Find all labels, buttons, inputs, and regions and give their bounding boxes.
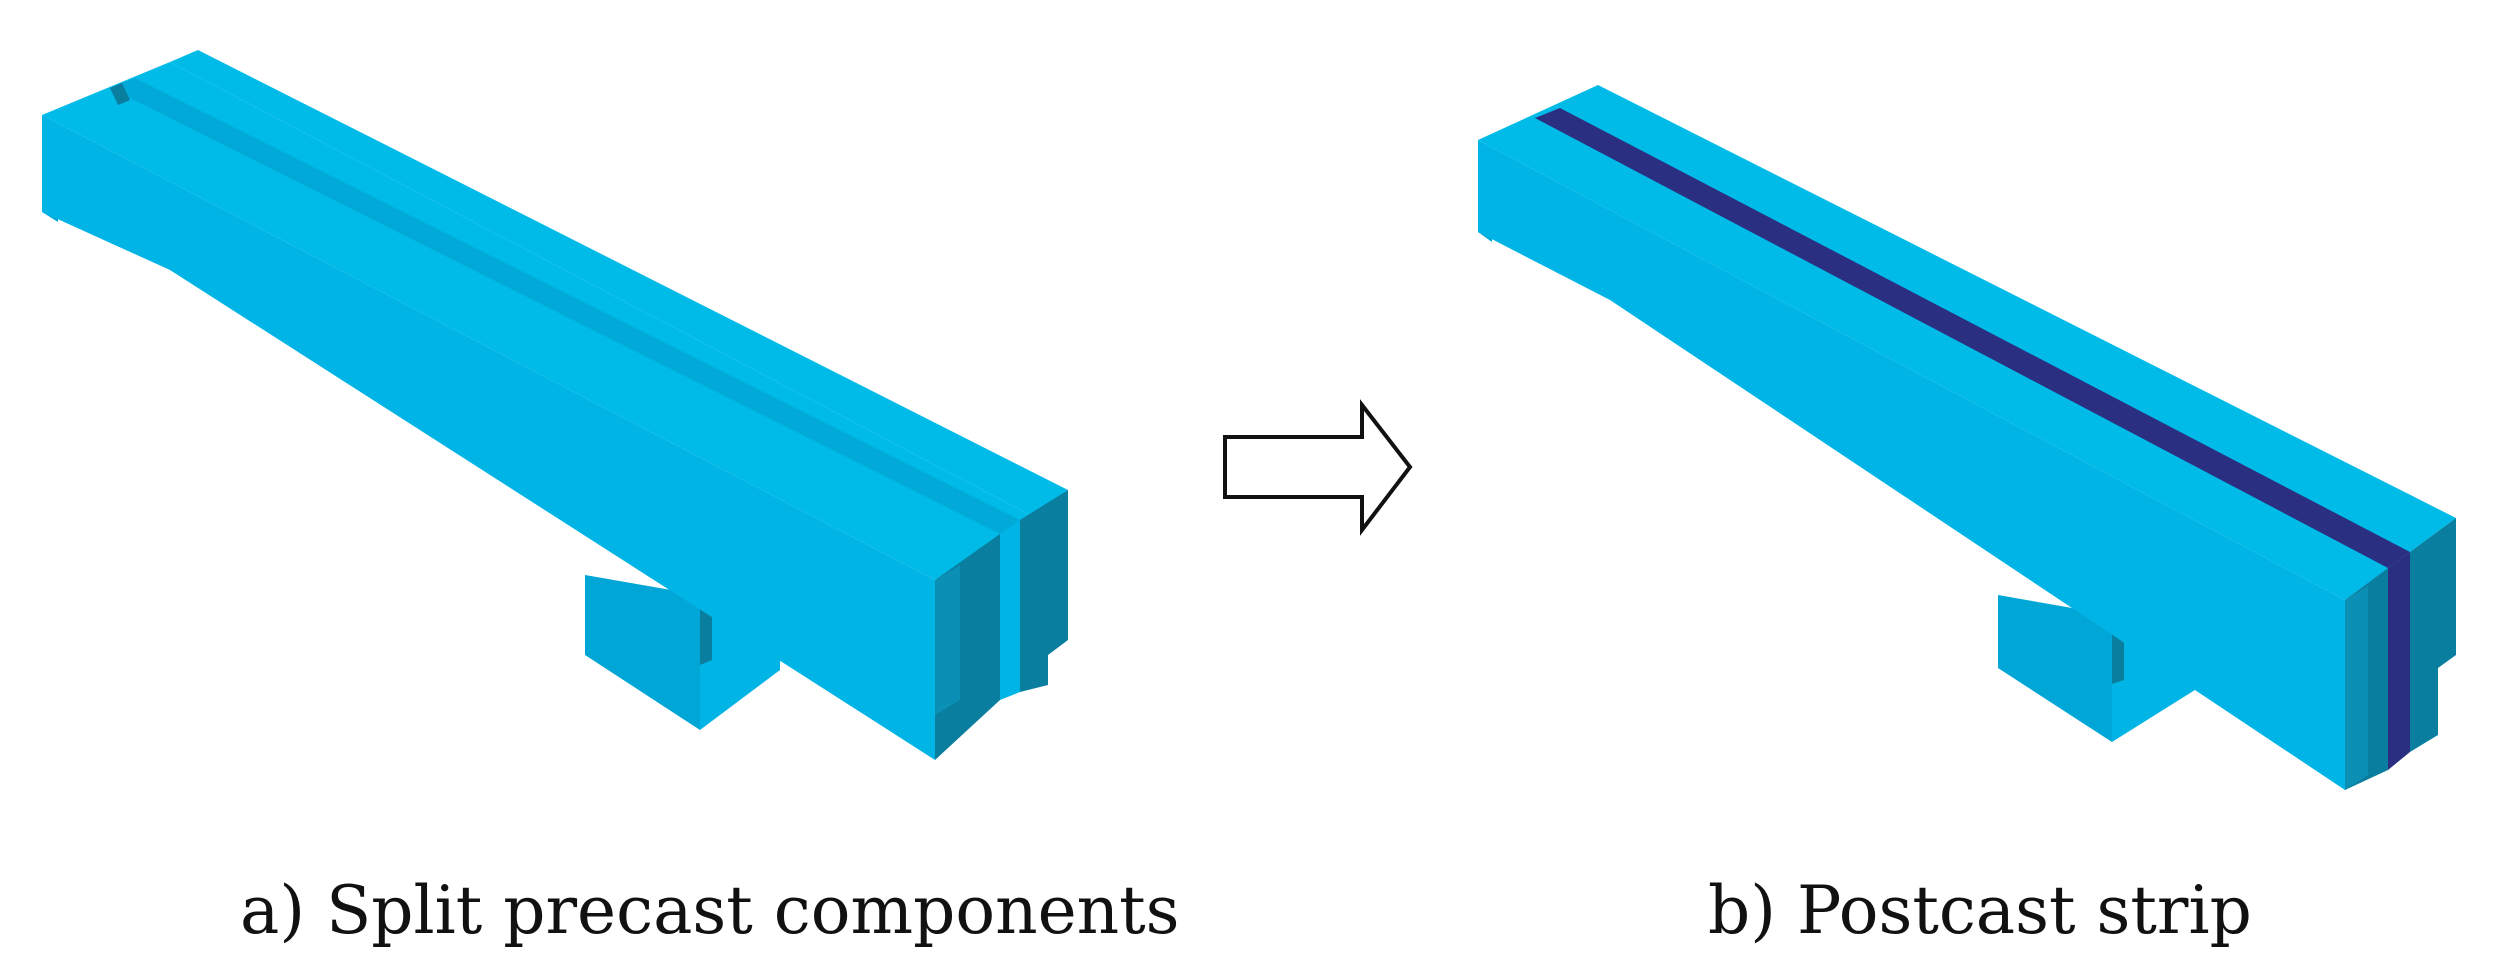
bracket-side-face <box>585 575 700 730</box>
right-arrow-outline-icon <box>1223 399 1413 536</box>
postcast-strip-model <box>1478 85 2456 790</box>
beam-end-step <box>2345 586 2368 790</box>
beam-end-face-near-right <box>1020 490 1068 692</box>
beam-top-face-near <box>42 62 1030 580</box>
split-slot-shadow <box>110 83 130 105</box>
beam-end-face-gap <box>1000 520 1020 700</box>
beam-side-face <box>1478 140 2345 790</box>
caption-split-precast-components: a) Split precast components <box>240 872 1180 949</box>
beam-side-face <box>42 115 935 760</box>
postcast-strip-top <box>1535 108 2410 568</box>
bracket-side-face <box>1998 595 2112 742</box>
beam-end-step <box>935 565 960 715</box>
postcast-strip-end <box>2388 552 2410 770</box>
split-slot <box>110 78 1020 534</box>
arrow-shape <box>1223 399 1413 536</box>
caption-postcast-strip: b) Postcast strip <box>1708 872 2252 949</box>
split-precast-components-model <box>42 50 1068 760</box>
beam-end-face-near-right <box>2410 518 2456 752</box>
beam-top-face-far <box>170 50 1068 515</box>
